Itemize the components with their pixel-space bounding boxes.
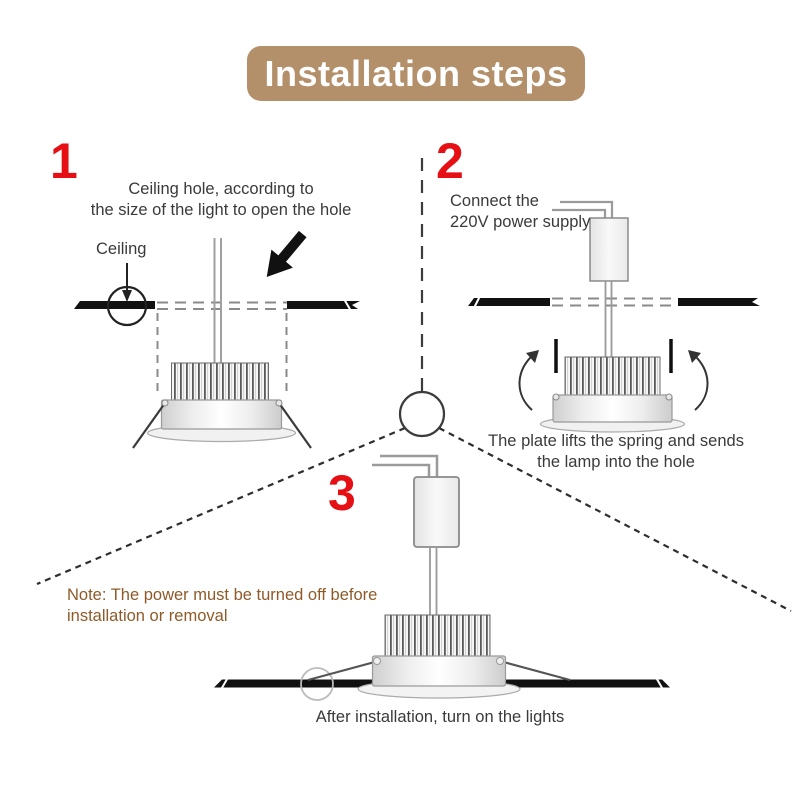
- step2-lamp-wire: [604, 281, 613, 359]
- step1-drawing: [74, 230, 360, 449]
- step1-downlight: [132, 362, 312, 449]
- result-caption: After installation, turn on the lights: [315, 708, 565, 726]
- step2-drawing: [468, 200, 760, 433]
- hub-circle: [398, 390, 446, 438]
- heatsink-fins: [171, 362, 269, 402]
- ceiling-marker-circle: [300, 667, 334, 701]
- step1-caption: Ceiling hole, according to the size of t…: [90, 180, 352, 219]
- step3-driver-box: [372, 454, 460, 548]
- lamp-body: [160, 399, 283, 430]
- ceiling-pointer-arrow-icon: [122, 263, 132, 302]
- spring-clip-left: [307, 658, 383, 682]
- spring-clip-left: [132, 402, 166, 449]
- step2-downlight: [539, 339, 686, 433]
- step2-ceiling-cross-section: [468, 295, 760, 309]
- step3-ceiling-cross-section: [214, 667, 670, 701]
- heatsink-fins: [564, 356, 661, 396]
- ceiling-marker-circle: [106, 285, 148, 327]
- step2-driver-box: [552, 200, 629, 282]
- step2-number: 2: [436, 133, 464, 189]
- down-left-arrow-icon: [266, 230, 307, 277]
- step1-lamp-wire: [213, 238, 222, 364]
- section-divider-lines: [36, 158, 792, 612]
- step1-ceiling-cross-section: [74, 285, 360, 397]
- step3-installed-downlight: [307, 614, 571, 699]
- spring-clip-right: [278, 402, 312, 449]
- step1-number: 1: [50, 133, 78, 189]
- lamp-body: [552, 394, 673, 423]
- lamp-body: [371, 655, 507, 687]
- spring-clip-right: [495, 658, 571, 682]
- step3-drawing: [214, 454, 670, 701]
- step3-number: 3: [328, 465, 356, 521]
- step2-description: The plate lifts the spring and sends the…: [488, 432, 744, 471]
- step2-caption: Connect the 220V power supply: [450, 192, 591, 231]
- spring-rotate-arrows: [518, 350, 709, 411]
- ceiling-label: Ceiling: [96, 240, 147, 258]
- step3-lamp-wire: [429, 547, 438, 616]
- page-title: Installation steps: [264, 52, 568, 94]
- power-warning-note: Note: The power must be turned off befor…: [67, 586, 378, 625]
- title-banner: Installation steps: [247, 46, 585, 101]
